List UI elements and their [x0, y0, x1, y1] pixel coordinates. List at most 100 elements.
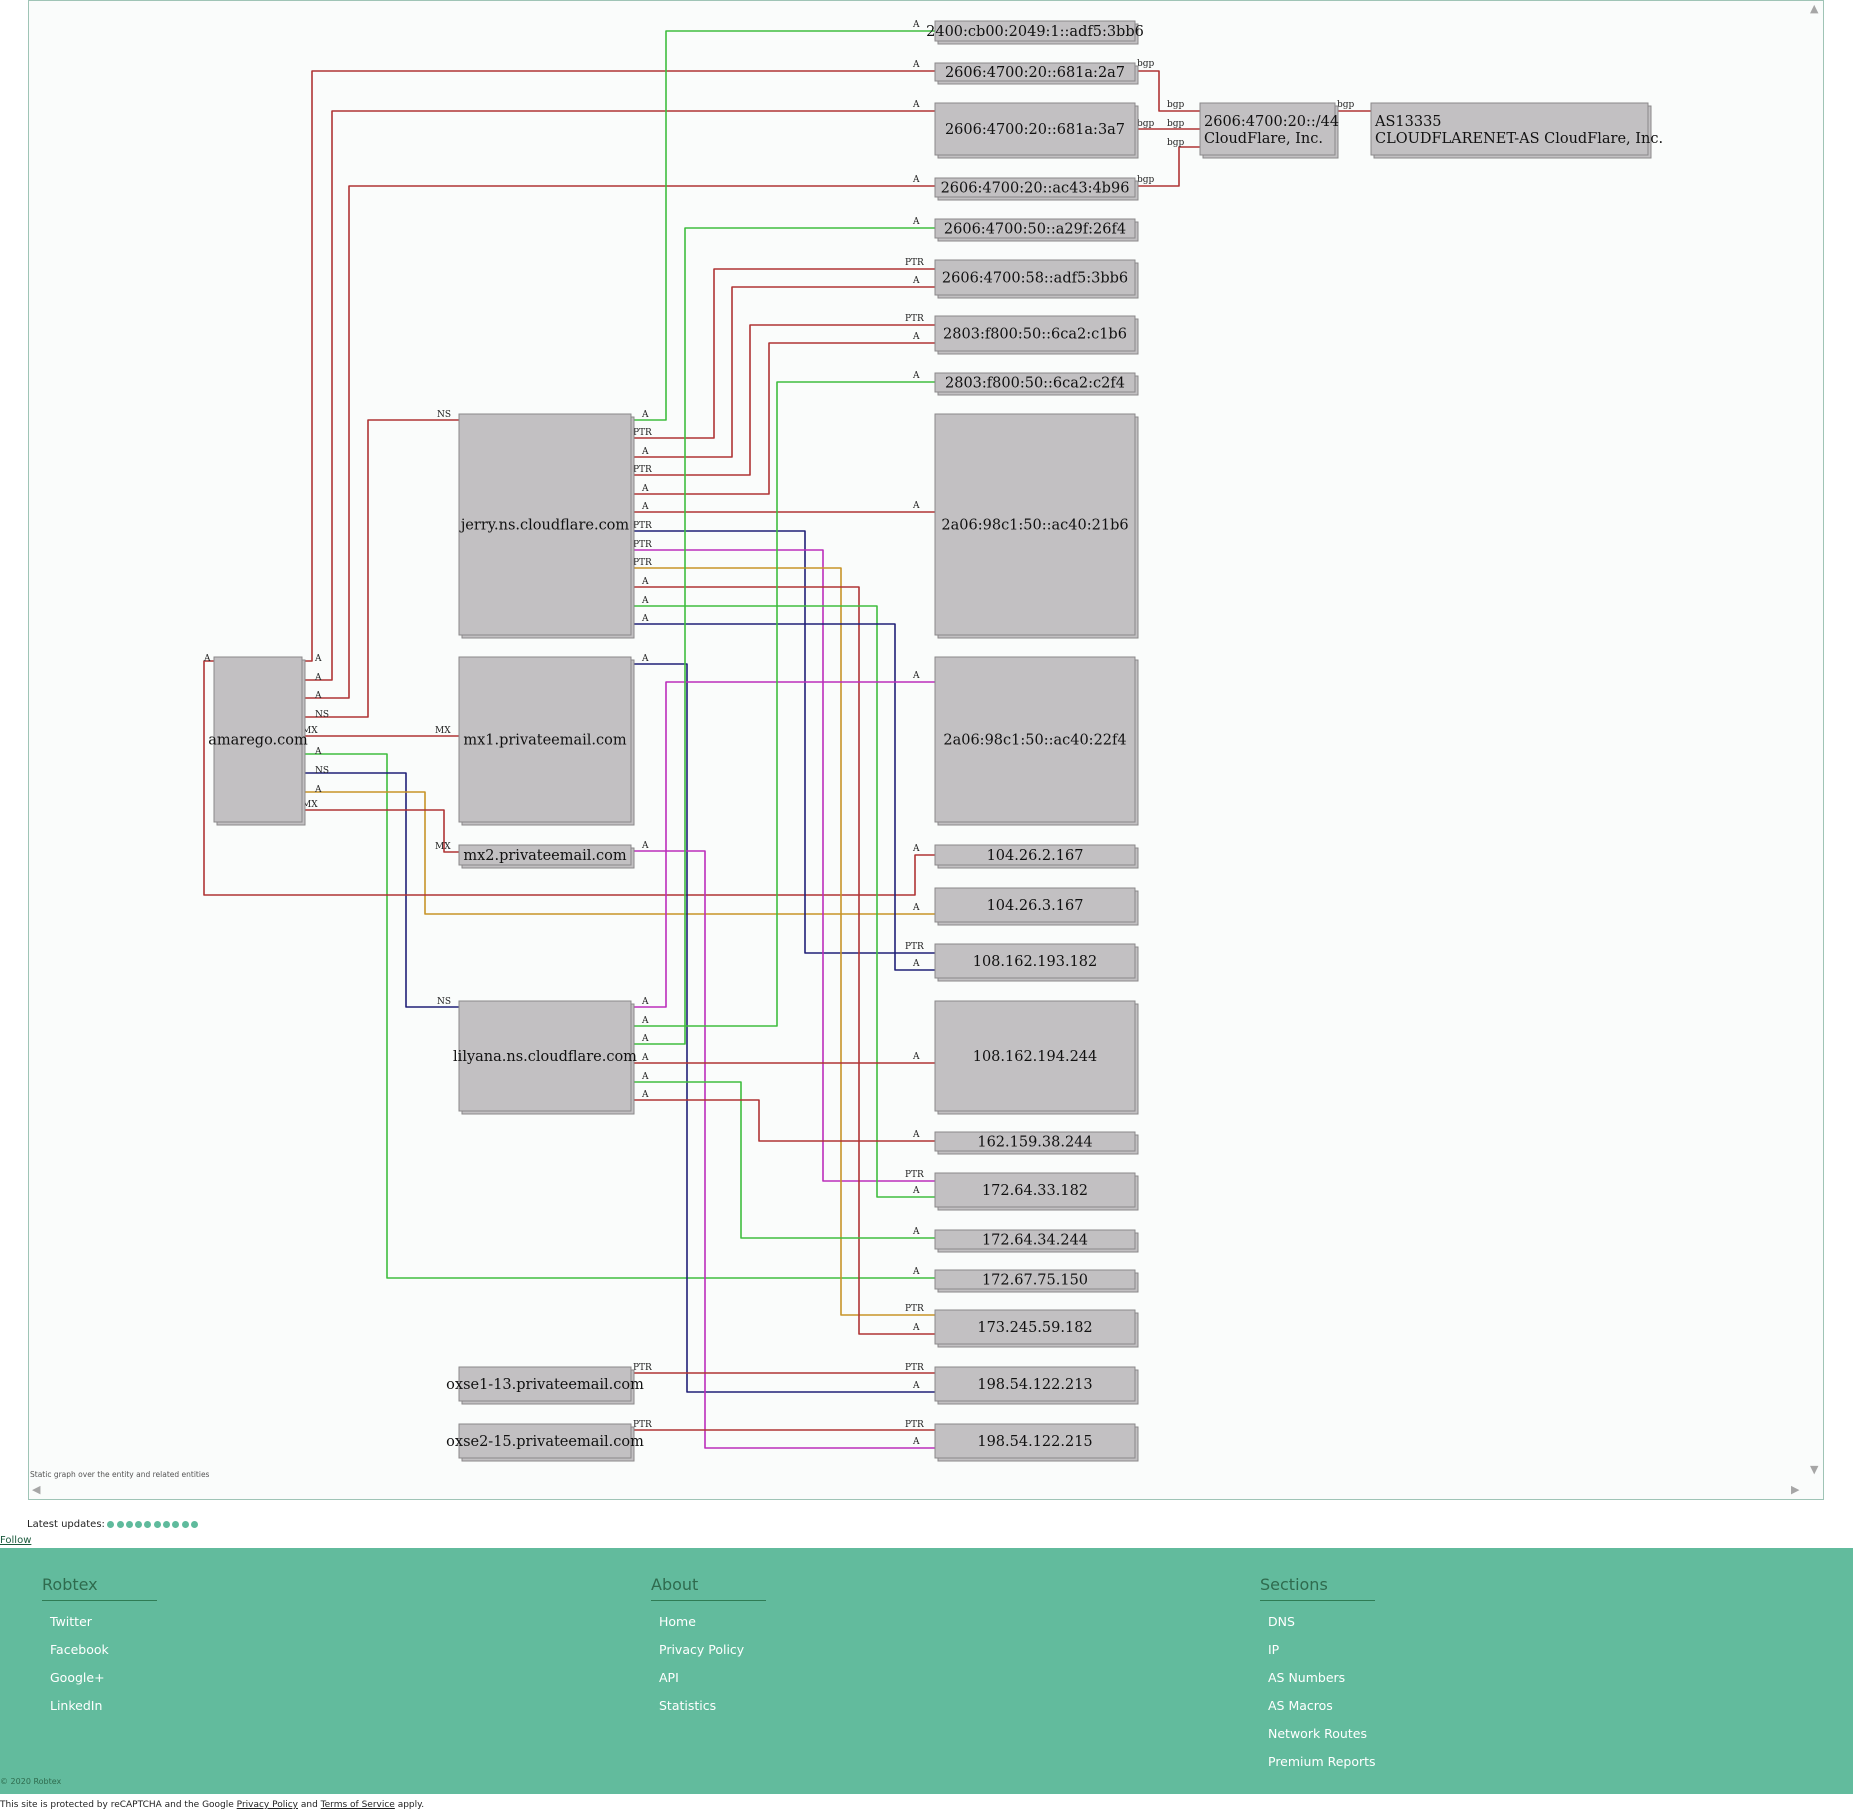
graph-node-label: jerry.ns.cloudflare.com	[459, 518, 630, 534]
footer-link-facebook[interactable]: Facebook	[50, 1642, 109, 1657]
edge-label: A	[641, 502, 649, 512]
graph-node-ip5[interactable]: 162.159.38.244	[934, 1131, 1139, 1155]
graph-node-oxse1[interactable]: oxse1-13.privateemail.com	[446, 1366, 644, 1405]
edge-label: A	[912, 1186, 920, 1196]
graph-node-ip11[interactable]: 198.54.122.215	[934, 1423, 1139, 1462]
footer-link-as-numbers[interactable]: AS Numbers	[1268, 1670, 1346, 1685]
edge-label: A	[314, 654, 322, 664]
latest-updates: Latest updates:	[27, 1519, 198, 1530]
edge-label: bgp	[1137, 59, 1155, 69]
graph-node-v6-7[interactable]: 2803:f800:50::6ca2:c1b6	[934, 315, 1139, 355]
update-dot[interactable]	[162, 1520, 170, 1528]
update-dot[interactable]	[181, 1520, 189, 1528]
edge-label: A	[912, 276, 920, 286]
edge-label: PTR	[905, 1304, 924, 1314]
update-dot[interactable]	[153, 1520, 161, 1528]
graph-node-label: CLOUDFLARENET-AS CloudFlare, Inc.	[1375, 131, 1663, 147]
graph-edge	[631, 663, 935, 1393]
edge-label: A	[314, 747, 322, 757]
graph-node-label: 2a06:98c1:50::ac40:21b6	[941, 518, 1128, 534]
recaptcha-text-apply: apply.	[394, 1800, 425, 1810]
footer-link-twitter[interactable]: Twitter	[50, 1614, 92, 1629]
graph-node-v6-9[interactable]: 2a06:98c1:50::ac40:21b6	[934, 413, 1139, 639]
edge-label: PTR	[633, 558, 652, 568]
graph-node-v6-1[interactable]: 2400:cb00:2049:1::adf5:3bb6	[926, 20, 1144, 45]
recaptcha-text-and: and	[298, 1800, 321, 1810]
footer-link-privacy-policy[interactable]: Privacy Policy	[659, 1642, 745, 1657]
graph-node-lilyana[interactable]: lilyana.ns.cloudflare.com	[453, 1000, 637, 1115]
follow-link[interactable]: Follow	[0, 1535, 32, 1546]
graph-node-label: 108.162.194.244	[973, 1049, 1098, 1065]
graph-node-jerry[interactable]: jerry.ns.cloudflare.com	[458, 413, 635, 639]
edge-label: A	[912, 671, 920, 681]
recaptcha-terms-link[interactable]: Terms of Service	[320, 1800, 395, 1810]
scroll-right-icon[interactable]: ▶	[1791, 1483, 1800, 1496]
edge-label: A	[912, 332, 920, 342]
update-dot[interactable]	[116, 1520, 124, 1528]
graph-edge	[302, 70, 935, 662]
scroll-down-icon[interactable]: ▼	[1810, 1463, 1819, 1476]
graph-edge	[631, 30, 935, 421]
graph-node-v6-10[interactable]: 2a06:98c1:50::ac40:22f4	[934, 656, 1139, 826]
graph-node-label: 198.54.122.215	[977, 1434, 1092, 1450]
edge-label: PTR	[905, 258, 924, 268]
scroll-up-icon[interactable]: ▲	[1810, 2, 1819, 15]
graph-node-ip3[interactable]: 108.162.193.182	[934, 943, 1139, 982]
graph-node-oxse2[interactable]: oxse2-15.privateemail.com	[446, 1423, 644, 1462]
graph-node-ip6[interactable]: 172.64.33.182	[934, 1172, 1139, 1211]
footer-link-api[interactable]: API	[659, 1670, 679, 1685]
footer-link-linkedin[interactable]: LinkedIn	[50, 1698, 103, 1713]
graph-node-ip8[interactable]: 172.67.75.150	[934, 1269, 1139, 1293]
footer-link-network-routes[interactable]: Network Routes	[1268, 1726, 1367, 1741]
footer-link-statistics[interactable]: Statistics	[659, 1698, 717, 1713]
update-dot[interactable]	[172, 1520, 180, 1528]
footer-link-ip[interactable]: IP	[1268, 1642, 1280, 1657]
graph-node-ip10[interactable]: 198.54.122.213	[934, 1366, 1139, 1405]
graph-node-ip4[interactable]: 108.162.194.244	[934, 1000, 1139, 1115]
scroll-left-icon[interactable]: ◀	[32, 1483, 41, 1496]
update-dot[interactable]	[125, 1520, 133, 1528]
footer-link-googleplus[interactable]: Google+	[50, 1670, 105, 1685]
graph-node-v6-5[interactable]: 2606:4700:50::a29f:26f4	[934, 218, 1139, 242]
graph-node-v6-4[interactable]: 2606:4700:20::ac43:4b96	[934, 177, 1139, 201]
edge-label: A	[314, 691, 322, 701]
graph-node-v6-6[interactable]: 2606:4700:58::adf5:3bb6	[934, 259, 1139, 299]
graph-node-amarego[interactable]: amarego.com	[208, 656, 308, 826]
edge-label: A	[912, 1267, 920, 1277]
graph-node-ip1[interactable]: 104.26.2.167	[934, 844, 1139, 869]
footer-link-dns[interactable]: DNS	[1268, 1614, 1295, 1629]
graph-node-ip7[interactable]: 172.64.34.244	[934, 1229, 1139, 1253]
graph-node-label: mx1.privateemail.com	[463, 733, 627, 749]
graph-node-label: 108.162.193.182	[973, 954, 1098, 970]
graph-node-v6-3[interactable]: 2606:4700:20::681a:3a7	[934, 102, 1139, 159]
update-dot[interactable]	[135, 1520, 143, 1528]
graph-node-mx2[interactable]: mx2.privateemail.com	[458, 844, 635, 869]
update-dot[interactable]	[190, 1520, 198, 1528]
edge-label: A	[912, 371, 920, 381]
update-dot[interactable]	[107, 1520, 115, 1528]
graph-node-ip9[interactable]: 173.245.59.182	[934, 1309, 1139, 1348]
update-dot[interactable]	[144, 1520, 152, 1528]
edge-label: PTR	[905, 314, 924, 324]
graph-node-mx1[interactable]: mx1.privateemail.com	[458, 656, 635, 826]
graph-node-v6-8[interactable]: 2803:f800:50::6ca2:c2f4	[934, 372, 1139, 396]
footer-link-premium-reports[interactable]: Premium Reports	[1268, 1754, 1376, 1769]
graph-node-v6-2[interactable]: 2606:4700:20::681a:2a7	[934, 62, 1139, 85]
graph-edge	[631, 342, 935, 495]
footer-link-home[interactable]: Home	[659, 1614, 696, 1629]
edge-label: A	[641, 447, 649, 457]
graph-node-ip2[interactable]: 104.26.3.167	[934, 887, 1139, 926]
edge-label: A	[641, 1034, 649, 1044]
edge-label: NS	[315, 766, 329, 776]
graph-edge	[631, 286, 935, 458]
edge-label: PTR	[633, 1363, 652, 1373]
footer-link-as-macros[interactable]: AS Macros	[1268, 1698, 1333, 1713]
edge-label: A	[912, 1323, 920, 1333]
edge-label: A	[641, 596, 649, 606]
edge-label: A	[912, 959, 920, 969]
graph-edge	[631, 586, 935, 1335]
recaptcha-privacy-link[interactable]: Privacy Policy	[236, 1800, 299, 1810]
